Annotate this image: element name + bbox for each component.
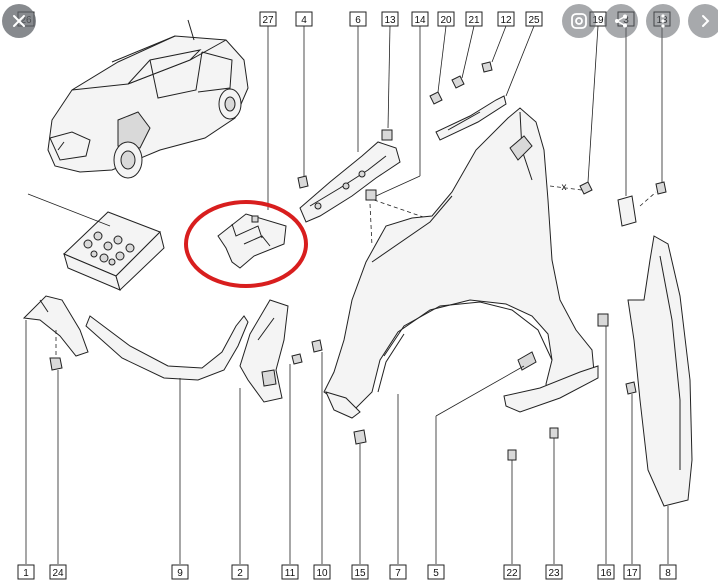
callout-number: 27 <box>262 15 274 26</box>
callout-box <box>389 564 407 580</box>
callout-number: 23 <box>548 568 560 579</box>
callout-number: 8 <box>665 568 671 579</box>
callout-box <box>545 564 563 580</box>
callout-box <box>437 11 455 27</box>
callout-box <box>259 11 277 27</box>
next-image-button[interactable] <box>688 4 718 38</box>
callout-number: 7 <box>395 568 401 579</box>
callout-box <box>17 564 35 580</box>
callout-box <box>351 564 369 580</box>
callout-number: 1 <box>23 568 29 579</box>
bottom-fixings <box>22 295 637 564</box>
callout-box <box>171 564 189 580</box>
callout-box <box>381 11 399 27</box>
callout-box <box>313 564 331 580</box>
close-icon <box>13 15 25 27</box>
callout-number: 24 <box>52 568 64 579</box>
callout-box <box>281 564 299 580</box>
callout-number: 9 <box>177 568 183 579</box>
callout-box <box>659 564 677 580</box>
share-button[interactable] <box>604 4 638 38</box>
close-button[interactable] <box>2 4 36 38</box>
callout-number: 5 <box>433 568 439 579</box>
callout-box <box>597 564 615 580</box>
callout-box <box>295 11 313 27</box>
share-icon <box>615 14 627 28</box>
callout-number: 20 <box>440 15 452 26</box>
callout-number: 6 <box>355 15 361 26</box>
bracket-part-27 <box>217 26 287 269</box>
callout-box <box>427 564 445 580</box>
callout-box <box>525 11 543 27</box>
callout-number: 15 <box>354 568 366 579</box>
car-illustration <box>47 19 249 179</box>
callout-number: 11 <box>285 568 296 579</box>
right-side-fixings: x <box>549 25 667 227</box>
callout-number: 19 <box>592 15 604 26</box>
front-fender-part-7 <box>323 107 599 564</box>
callout-number: 14 <box>414 15 426 26</box>
callout-box <box>349 11 367 27</box>
more-vert-icon <box>661 14 665 28</box>
top-clips-and-strip <box>429 25 535 141</box>
callout-number: 4 <box>301 15 307 26</box>
lens-button[interactable] <box>562 4 596 38</box>
callout-box <box>231 564 249 580</box>
callout-number: 13 <box>384 15 396 26</box>
bottom-callout-labels: 1 24 9 2 11 10 15 7 5 22 23 16 17 8 <box>17 564 677 580</box>
callout-number: 25 <box>528 15 540 26</box>
wheel-arch-liner-part-8 <box>627 235 693 564</box>
callout-box <box>411 11 429 27</box>
svg-text:x: x <box>562 182 567 193</box>
red-highlight-circle <box>184 200 308 288</box>
callout-box <box>49 564 67 580</box>
callout-number: 21 <box>468 15 480 26</box>
more-options-button[interactable] <box>646 4 680 38</box>
callout-box <box>623 564 641 580</box>
callout-box <box>503 564 521 580</box>
callout-number: 2 <box>237 568 243 579</box>
callout-number: 12 <box>500 15 512 26</box>
callout-number: 16 <box>600 568 612 579</box>
callout-number: 17 <box>626 568 638 579</box>
callout-number: 22 <box>506 568 518 579</box>
callout-box <box>465 11 483 27</box>
clip-kit-box <box>27 193 165 291</box>
google-lens-icon <box>571 13 587 29</box>
chevron-right-icon <box>702 15 710 27</box>
callout-number: 10 <box>316 568 328 579</box>
upper-bracket-part-6 <box>297 25 433 247</box>
callout-box <box>497 11 515 27</box>
